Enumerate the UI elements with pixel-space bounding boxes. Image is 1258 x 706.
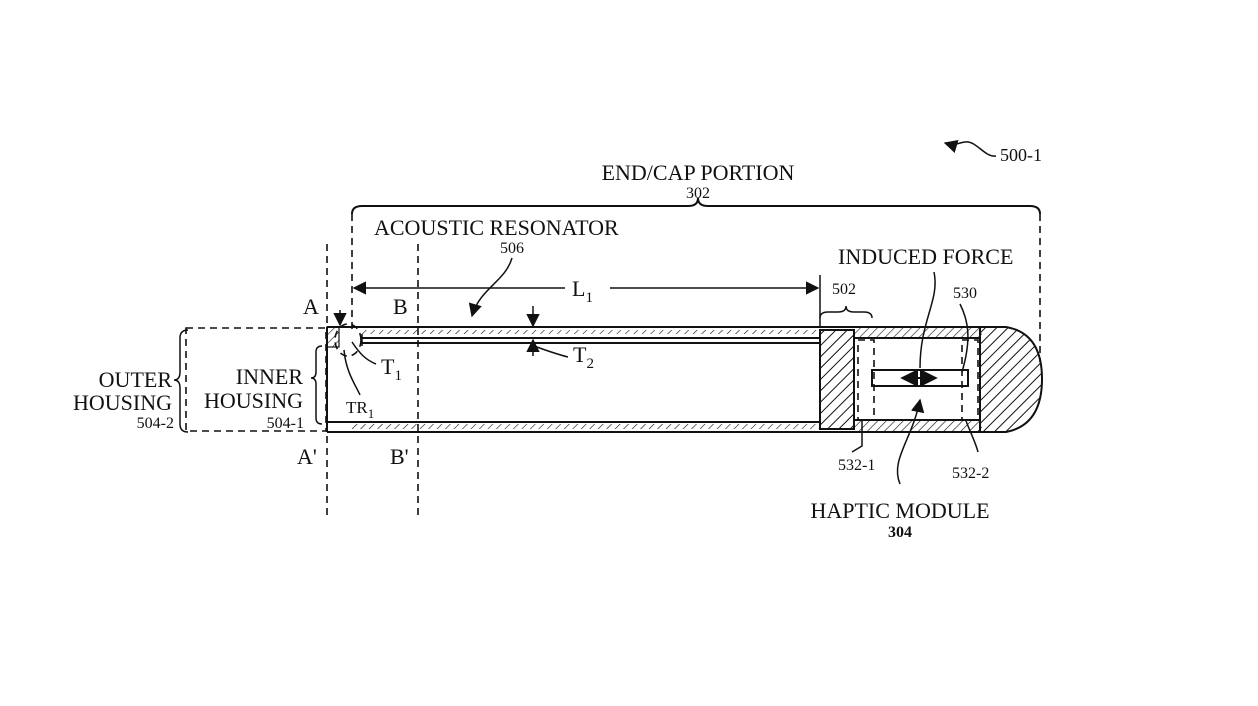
- thickness-1-callout: T1: [333, 310, 402, 384]
- region-502-number: 502: [832, 281, 856, 298]
- thickness-1-label: T1: [381, 354, 402, 384]
- inner-housing-line2: HOUSING: [204, 388, 303, 413]
- figure-reference: 500-1: [943, 140, 1042, 165]
- haptic-module-label: HAPTIC MODULE: [810, 498, 989, 523]
- outer-housing-callout: OUTER HOUSING 504-2: [73, 329, 189, 433]
- section-mark-a-prime: A': [297, 444, 317, 469]
- outer-wall-bottom: [352, 424, 820, 429]
- length-dimension: L1: [352, 275, 821, 328]
- acoustic-resonator-callout: ACOUSTIC RESONATOR 506: [374, 215, 619, 318]
- haptic-wall-top: [854, 327, 982, 338]
- length-label: L1: [572, 276, 593, 306]
- housing-body: [326, 323, 1044, 433]
- haptic-wall-bottom: [854, 420, 982, 432]
- thickness-2-callout: T2: [526, 306, 594, 372]
- end-cap-number: 302: [686, 185, 710, 202]
- induced-force-callout: INDUCED FORCE 530: [838, 244, 1013, 373]
- induced-force-label: INDUCED FORCE: [838, 244, 1013, 269]
- outer-wall-top: [362, 330, 820, 334]
- inner-housing-number: 504-1: [267, 415, 304, 432]
- transition-detail-circle: [334, 323, 362, 357]
- thickness-2-label: T2: [573, 342, 594, 372]
- mount-532-2: [961, 339, 979, 421]
- transition-step: [326, 326, 340, 348]
- inner-housing-callout: INNER HOUSING 504-1: [204, 345, 323, 432]
- acoustic-resonator-label: ACOUSTIC RESONATOR: [374, 215, 619, 240]
- end-cap-brace: [351, 197, 1041, 215]
- haptic-module-number: 304: [888, 524, 912, 541]
- acoustic-resonator-number: 506: [500, 240, 524, 257]
- section-mark-a: A: [303, 294, 319, 319]
- end-cap-label: END/CAP PORTION: [602, 160, 795, 185]
- transition-label: TR1: [346, 398, 374, 421]
- figure-number: 500-1: [1000, 145, 1042, 165]
- end-cap: [979, 326, 1044, 433]
- haptic-module-callout: HAPTIC MODULE 304: [810, 398, 990, 541]
- mount-2-label: 532-2: [952, 465, 989, 482]
- mount-1-label: 532-1: [838, 457, 875, 474]
- outer-housing-line1: OUTER: [99, 367, 173, 392]
- induced-force-number: 530: [953, 285, 977, 302]
- outer-housing-outline: [185, 327, 327, 432]
- inner-housing-line1: INNER: [236, 364, 304, 389]
- resonator-end-wall: [819, 329, 855, 430]
- end-cap-portion-callout: END/CAP PORTION 302: [351, 160, 1041, 215]
- region-502-callout: 502: [819, 281, 873, 319]
- outer-housing-number: 504-2: [137, 415, 174, 432]
- outer-housing-line2: HOUSING: [73, 390, 172, 415]
- section-mark-b: B: [393, 294, 408, 319]
- transition-callout: TR1: [343, 349, 374, 421]
- section-mark-b-prime: B': [390, 444, 409, 469]
- mount-callouts: 532-1 532-2: [838, 420, 989, 482]
